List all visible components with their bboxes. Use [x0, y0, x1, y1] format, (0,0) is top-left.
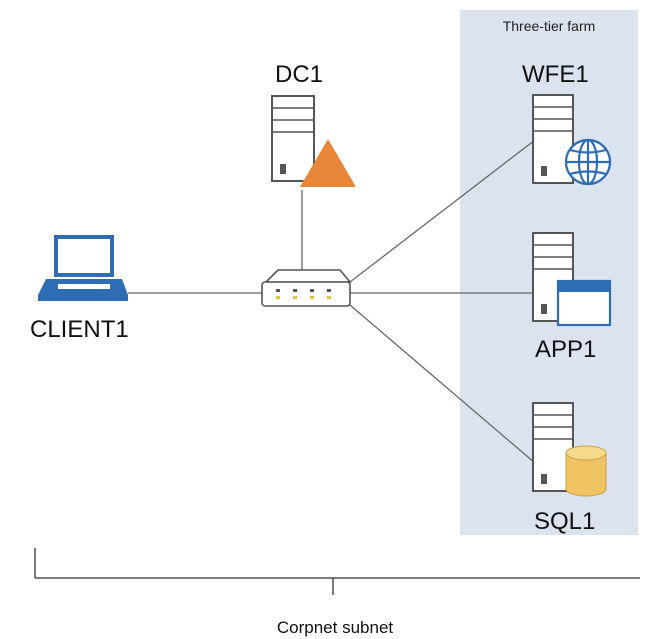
network-switch-icon: [261, 269, 352, 307]
database-icon: [565, 445, 607, 497]
link-switch-sql1: [349, 304, 536, 464]
app1-label: APP1: [535, 336, 597, 363]
globe-icon: [564, 138, 612, 186]
dc1-server-icon: [271, 95, 315, 182]
subnet-label: Corpnet subnet: [276, 618, 394, 637]
warning-triangle-icon: [300, 139, 356, 187]
wfe1-label: WFE1: [522, 61, 589, 88]
farm-label: Three-tier farm: [502, 18, 596, 34]
app-window-icon: [556, 279, 612, 327]
laptop-icon: [38, 235, 128, 301]
sql1-label: SQL1: [534, 508, 596, 535]
client1-label: CLIENT1: [30, 316, 129, 343]
dc1-label: DC1: [275, 61, 324, 88]
subnet-bracket: [34, 548, 640, 595]
link-switch-wfe1: [349, 139, 536, 283]
connections: [128, 139, 536, 464]
